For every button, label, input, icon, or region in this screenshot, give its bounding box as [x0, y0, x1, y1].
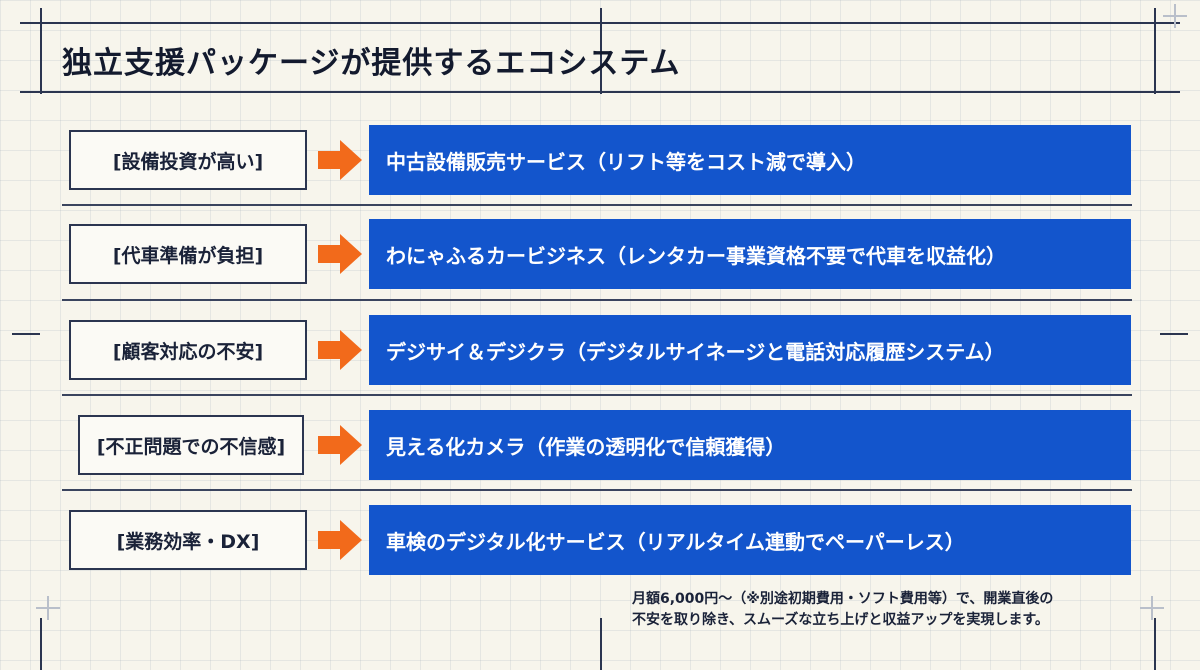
- frame-mid-vertical: [600, 8, 602, 94]
- ecosystem-row: [設備投資が高い] 中古設備販売サービス（リフト等をコスト減で導入）: [0, 125, 1200, 195]
- solution-bar: わにゃふるカービジネス（レンタカー事業資格不要で代車を収益化）: [369, 219, 1131, 289]
- arrow-right-icon: [318, 520, 362, 560]
- frame-bottom-left-vertical: [40, 618, 42, 670]
- ecosystem-row: [顧客対応の不安] デジサイ＆デジクラ（デジタルサイネージと電話対応履歴システム…: [0, 315, 1200, 385]
- arrow-right-icon: [318, 330, 362, 370]
- frame-left-vertical: [40, 8, 42, 94]
- ecosystem-row: [代車準備が負担] わにゃふるカービジネス（レンタカー事業資格不要で代車を収益化…: [0, 219, 1200, 289]
- problem-box: [顧客対応の不安]: [69, 320, 307, 380]
- problem-box: [業務効率・DX]: [69, 510, 307, 570]
- solution-bar: デジサイ＆デジクラ（デジタルサイネージと電話対応履歴システム）: [369, 315, 1131, 385]
- frame-left-tick: [12, 333, 40, 335]
- problem-box: [設備投資が高い]: [69, 130, 307, 190]
- crosshair-bottom-right: [1140, 596, 1164, 620]
- row-divider: [62, 204, 1132, 206]
- ecosystem-row: [不正問題での不信感] 見える化カメラ（作業の透明化で信頼獲得）: [0, 410, 1200, 480]
- footnote-line-1: 月額6,000円〜（※別途初期費用・ソフト費用等）で、開業直後の: [632, 591, 1054, 607]
- solution-bar: 見える化カメラ（作業の透明化で信頼獲得）: [369, 410, 1131, 480]
- solution-bar: 中古設備販売サービス（リフト等をコスト減で導入）: [369, 125, 1131, 195]
- footnote-line-2: 不安を取り除き、スムーズな立ち上げと収益アップを実現します。: [632, 612, 1049, 628]
- problem-box: [代車準備が負担]: [69, 224, 307, 284]
- arrow-right-icon: [318, 234, 362, 274]
- crosshair-bottom-left: [36, 596, 60, 620]
- page-title: 独立支援パッケージが提供するエコシステム: [62, 46, 681, 81]
- problem-box: [不正問題での不信感]: [78, 415, 304, 475]
- arrow-right-icon: [318, 425, 362, 465]
- row-divider: [62, 299, 1132, 301]
- frame-right-tick: [1160, 333, 1188, 335]
- frame-right-vertical: [1154, 8, 1156, 94]
- arrow-right-icon: [318, 140, 362, 180]
- row-divider: [62, 394, 1132, 396]
- frame-bottom-right-vertical: [1154, 618, 1156, 670]
- crosshair-top-right: [1163, 4, 1187, 28]
- footnote: 月額6,000円〜（※別途初期費用・ソフト費用等）で、開業直後の 不安を取り除き…: [632, 589, 1053, 631]
- ecosystem-row: [業務効率・DX] 車検のデジタル化サービス（リアルタイム連動でペーパーレス）: [0, 505, 1200, 575]
- solution-bar: 車検のデジタル化サービス（リアルタイム連動でペーパーレス）: [369, 505, 1131, 575]
- row-divider: [62, 489, 1132, 491]
- frame-bottom-mid-vertical: [600, 618, 602, 670]
